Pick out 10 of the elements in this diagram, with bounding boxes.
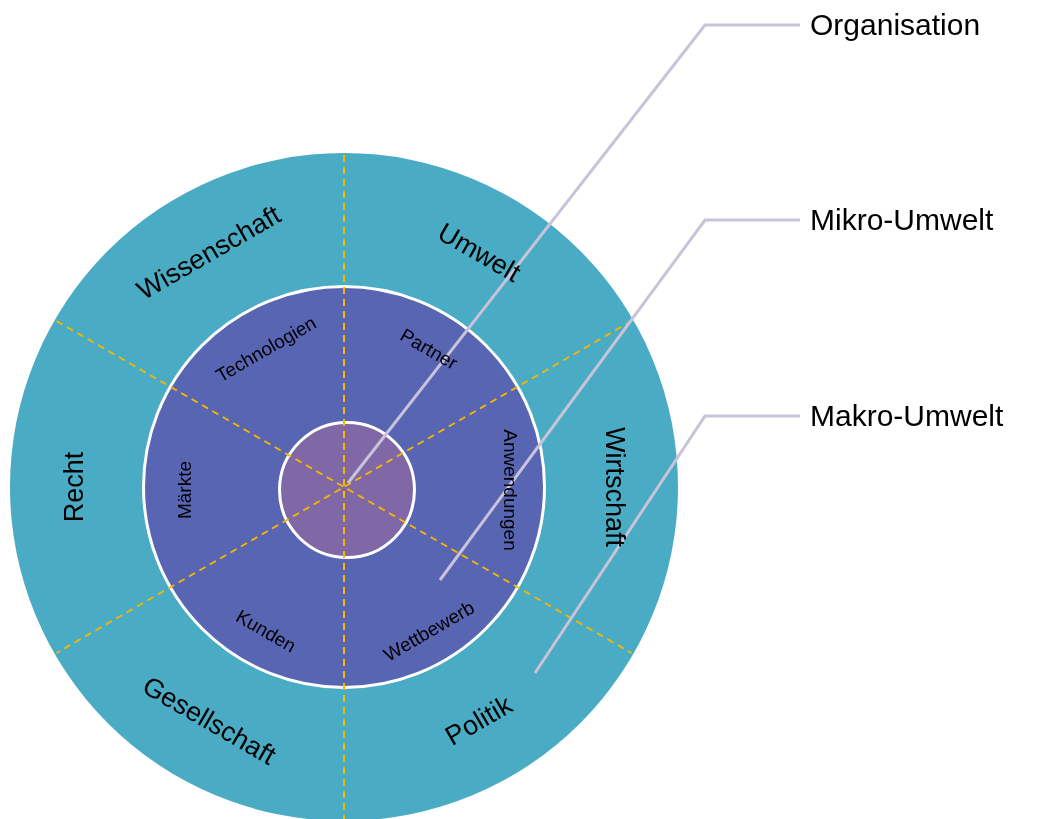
layer-label: Organisation: [810, 10, 981, 40]
sector-label: Märkte: [174, 460, 194, 520]
leader-line: [533, 414, 800, 674]
sector-label: Recht: [60, 451, 88, 523]
layer-label: Mikro-Umwelt: [810, 205, 994, 235]
leader-line: [438, 218, 800, 581]
leader-line: [346, 23, 800, 484]
sector-label: Wirtschaft: [600, 427, 628, 547]
layer-label: Makro-Umwelt: [810, 401, 1004, 431]
sector-label: Anwendungen: [500, 429, 520, 551]
